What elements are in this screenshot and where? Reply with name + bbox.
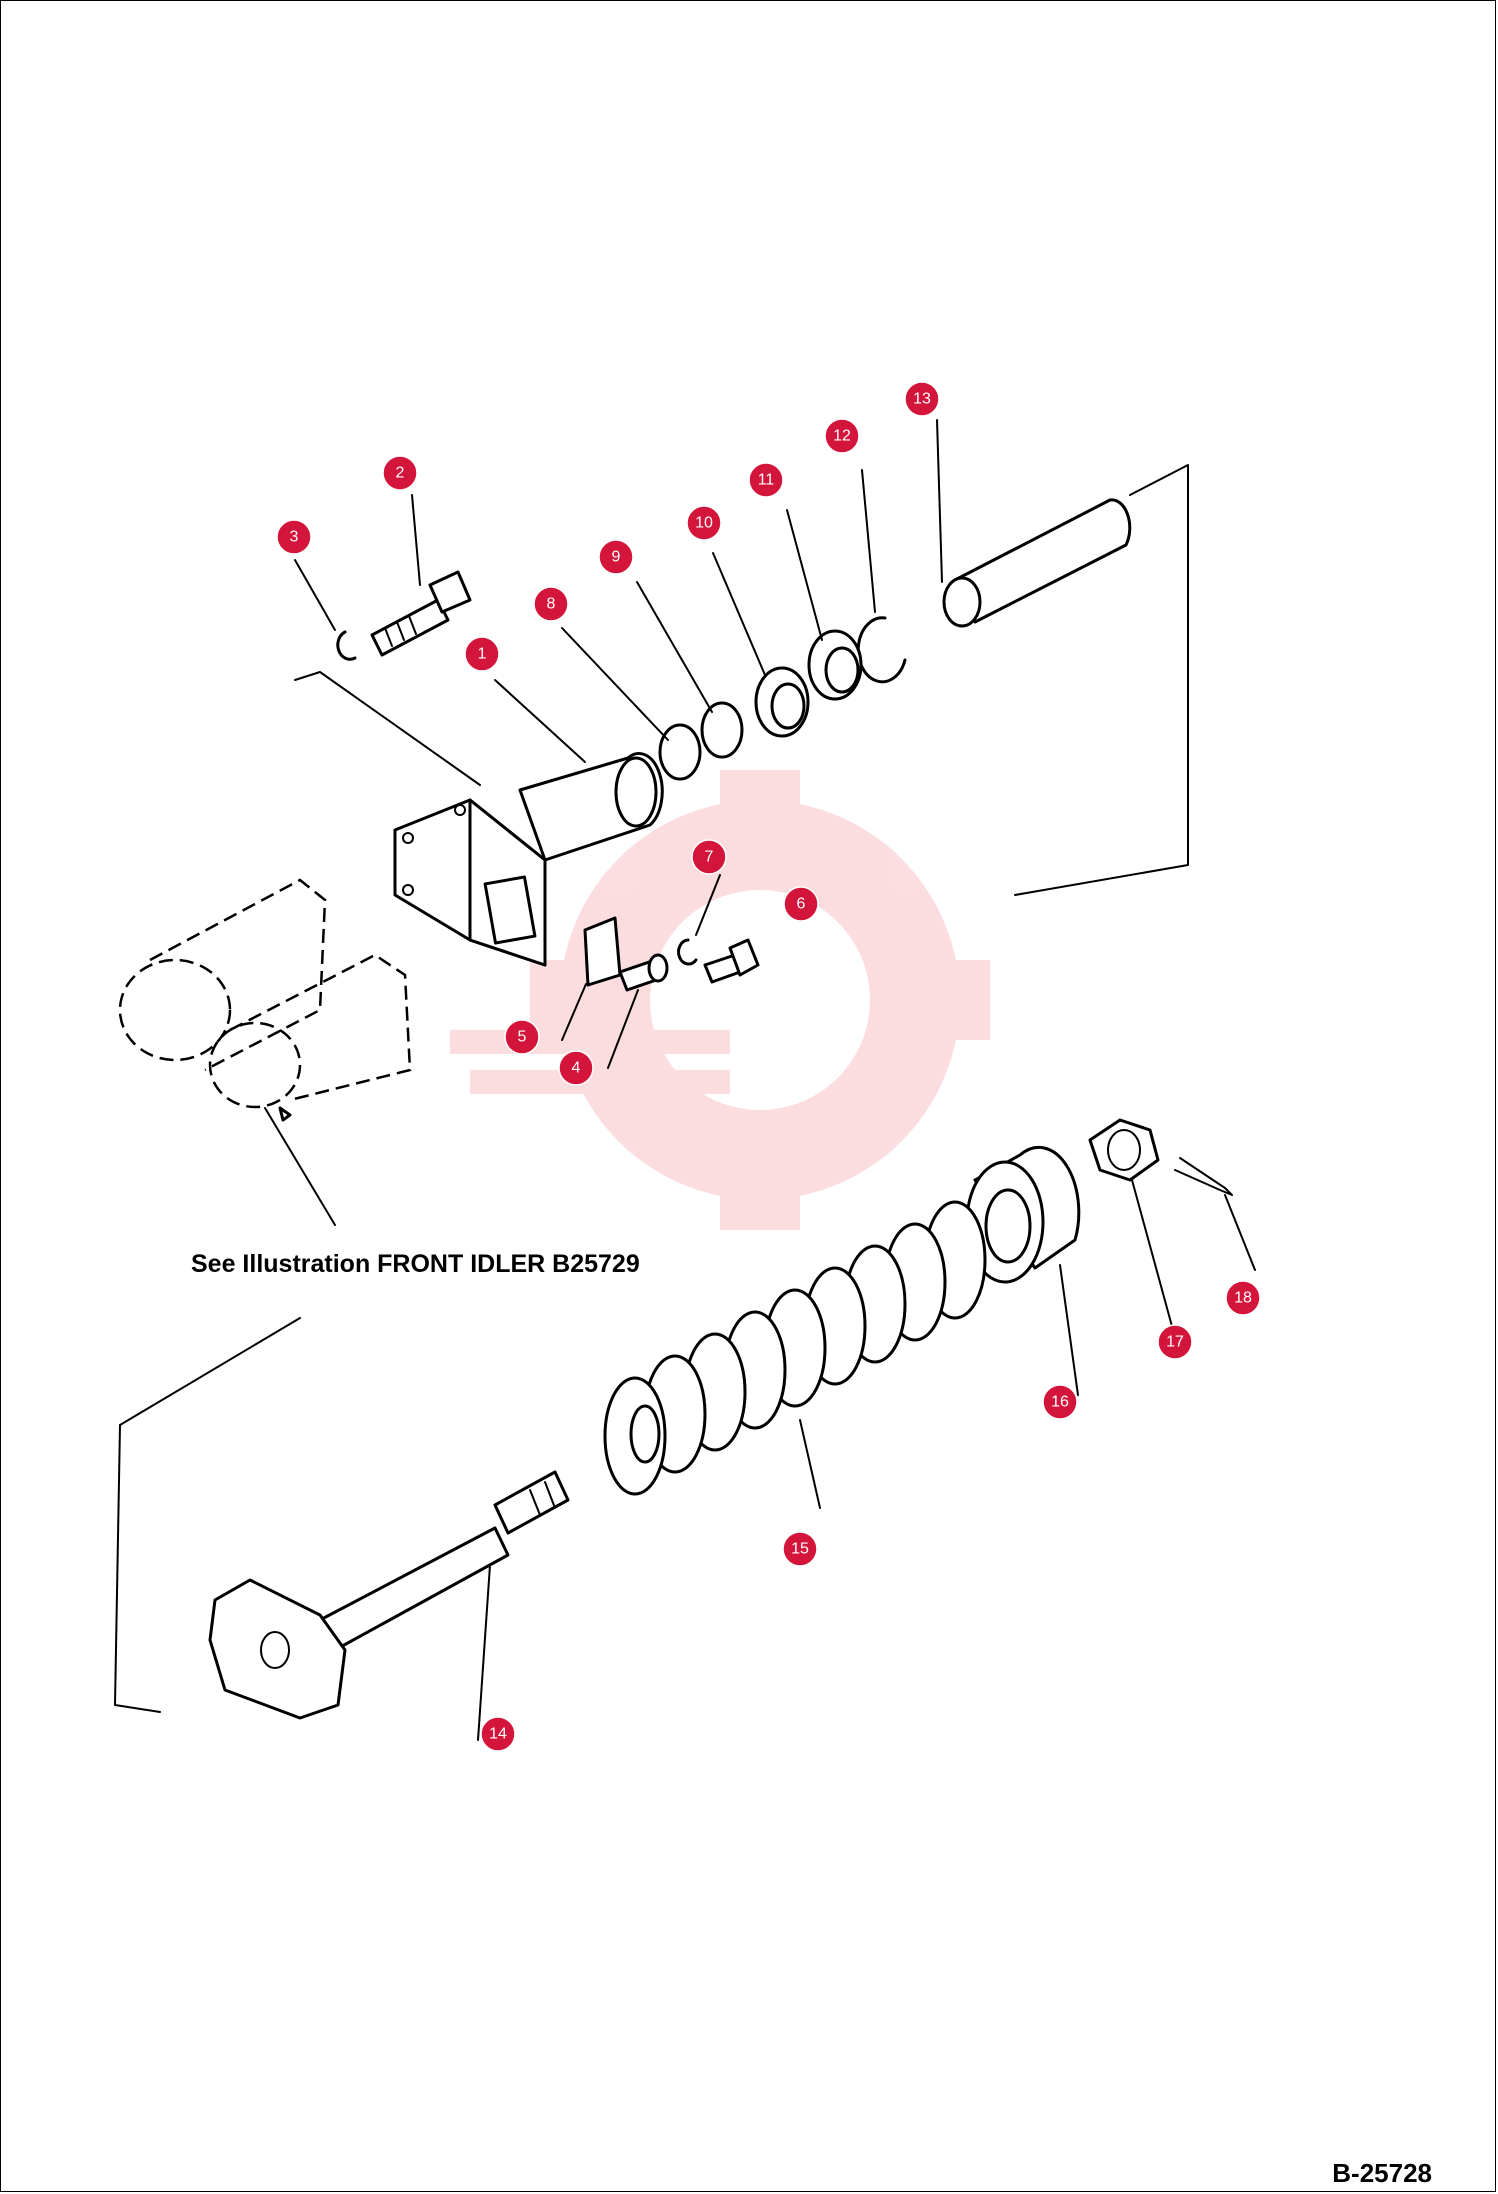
ring-9: [700, 701, 744, 759]
pin-13: [942, 498, 1132, 628]
housing-1: [393, 751, 664, 967]
callout-4[interactable]: 4: [558, 1050, 594, 1086]
callout-15[interactable]: 15: [782, 1531, 818, 1567]
svg-text:13: 13: [913, 391, 931, 408]
svg-text:2: 2: [396, 465, 405, 482]
svg-text:5: 5: [518, 1029, 527, 1046]
spring-15: [603, 1200, 987, 1496]
callout-13[interactable]: 13: [904, 381, 940, 417]
snap-ring-12: [856, 616, 907, 684]
svg-text:10: 10: [695, 515, 713, 532]
callout-6[interactable]: 6: [783, 886, 819, 922]
callout-11[interactable]: 11: [748, 462, 784, 498]
svg-text:17: 17: [1166, 1334, 1184, 1351]
svg-text:4: 4: [572, 1060, 581, 1077]
bolt-6: [703, 938, 760, 984]
callout-7[interactable]: 7: [691, 839, 727, 875]
svg-text:14: 14: [489, 1726, 507, 1743]
bushing-11: [807, 629, 863, 701]
cotter-pin-18: [1174, 1157, 1233, 1196]
callout-12[interactable]: 12: [824, 418, 860, 454]
svg-text:1: 1: [478, 646, 487, 663]
svg-text:9: 9: [612, 549, 621, 566]
washer-7: [677, 938, 698, 966]
svg-text:11: 11: [758, 472, 775, 489]
callout-8[interactable]: 8: [533, 586, 569, 622]
svg-text:12: 12: [833, 428, 851, 445]
svg-text:6: 6: [797, 896, 806, 913]
drawing-code: B-25728: [1332, 2158, 1432, 2188]
snap-ring-3: [336, 630, 357, 661]
callout-9[interactable]: 9: [598, 539, 634, 575]
ring-8: [658, 723, 702, 781]
callout-10[interactable]: 10: [686, 505, 722, 541]
callout-18[interactable]: 18: [1225, 1280, 1261, 1316]
upper-assembly-outline: [114, 464, 1189, 1713]
cross-reference-note: See Illustration FRONT IDLER B25729: [191, 1250, 640, 1278]
plate-5: [583, 916, 622, 987]
watermark-gear-icon: [450, 770, 990, 1230]
svg-text:3: 3: [290, 529, 299, 546]
svg-text:15: 15: [791, 1541, 809, 1558]
callout-2[interactable]: 2: [382, 455, 418, 491]
callout-16[interactable]: 16: [1042, 1384, 1078, 1420]
seal-10: [754, 666, 810, 738]
rod-14: [208, 1470, 570, 1720]
svg-text:8: 8: [547, 596, 556, 613]
svg-text:7: 7: [705, 849, 714, 866]
front-idler-bracket: [118, 878, 412, 1226]
callout-1[interactable]: 1: [464, 636, 500, 672]
nut-17: [1088, 1118, 1160, 1182]
svg-text:16: 16: [1051, 1394, 1069, 1411]
callout-3[interactable]: 3: [276, 519, 312, 555]
callout-5[interactable]: 5: [504, 1019, 540, 1055]
bolt-4: [618, 953, 669, 992]
bolt-2: [370, 570, 472, 657]
leader-lines: [294, 419, 1256, 1741]
svg-text:18: 18: [1234, 1290, 1252, 1307]
callout-14[interactable]: 14: [480, 1716, 516, 1752]
spacer-16: [965, 1145, 1081, 1284]
callout-17[interactable]: 17: [1157, 1324, 1193, 1360]
